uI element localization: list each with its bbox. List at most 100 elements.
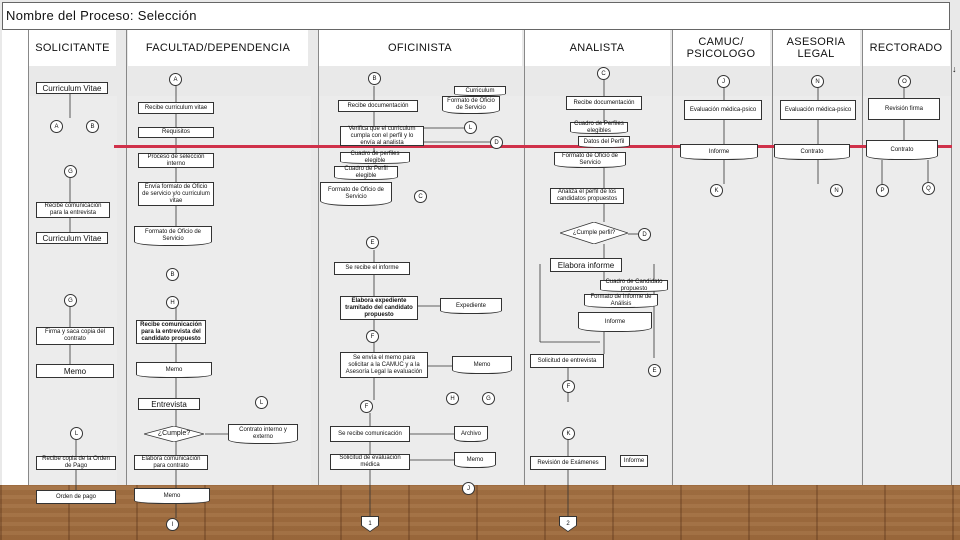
solicitante-curriculum-box: Curriculum Vitae [36, 82, 108, 94]
connector-b: B [86, 120, 99, 133]
margin-column [2, 30, 29, 485]
analista-cumple-decision: ¿Cumple perfil? [560, 222, 628, 244]
analista-datos-doc: Datos del Perfil [578, 133, 633, 148]
lane-camuc [672, 30, 771, 485]
analista-solicitud-box: Solicitud de entrevista [530, 354, 604, 368]
lane-header-rectorado: RECTORADO [862, 30, 950, 66]
facultad-formato-doc: Formato de Oficio de Servicio [134, 223, 215, 246]
oficinista-solicitud-box: Solicitud de evaluación médica [330, 454, 410, 470]
oficinista-memo2-doc: Memo [454, 449, 499, 468]
lane-rectorado [862, 30, 952, 485]
analista-cuadro2-doc: Cuadro de Candidato propuesto [600, 277, 671, 292]
analista-cuadro-doc: Cuadro de Perfiles elegibles [570, 119, 631, 134]
facultad-contrato-doc: Contrato interno y externo [228, 421, 301, 444]
oficinista-formato2-doc: Formato de Oficio de Servicio [320, 179, 395, 206]
connector-l3: L [464, 121, 477, 134]
connector-o: O [898, 75, 911, 88]
connector-i: I [166, 518, 179, 531]
lane-header-analista: ANALISTA [524, 30, 670, 66]
offpage-connector-1: 1 [362, 517, 378, 531]
connector-n: N [811, 75, 824, 88]
oficinista-expediente-txt-box: Elabora expediente tramitado del candida… [340, 296, 418, 320]
rectorado-revision-box: Revisión firma [868, 95, 943, 120]
connector-g3: G [482, 392, 495, 405]
connector-a: A [50, 120, 63, 133]
connector-j2: J [717, 75, 730, 88]
solicitante-curriculum2-box: Curriculum Vitae [36, 232, 108, 244]
flowchart-board: Nombre del Proceso: Selección SOLICITANT… [0, 0, 960, 485]
analista-recibe-box: Recibe documentación [566, 96, 642, 110]
analista-analiza-box: Analiza el perfil de los candidatos prop… [550, 188, 624, 204]
lane-header-solicitante: SOLICITANTE [29, 30, 116, 66]
connector-f2: F [360, 400, 373, 413]
facultad-envia-box: Envía formato de Oficio de servicio y/o … [138, 182, 214, 206]
analista-elabora-box: Elabora informe [550, 258, 622, 272]
connector-k2: K [710, 184, 723, 197]
connector-n2: N [830, 184, 843, 197]
analista-informe-doc: Informe [578, 309, 655, 332]
analista-revision-box: Revisión de Exámenes [530, 456, 606, 470]
connector-b3: B [368, 72, 381, 85]
connector-l: L [70, 427, 83, 440]
oficinista-informe-box: Se recibe el informe [334, 262, 410, 275]
oficinista-datos-doc: Cuadro de Perfil elegible [334, 163, 401, 180]
connector-b2: B [166, 268, 179, 281]
connector-g2: G [64, 294, 77, 307]
oficinista-curriculum-doc: Curriculum [454, 83, 509, 96]
oficinista-cuadro-doc: Cuadro de perfiles elegible [340, 149, 413, 164]
lane-header-asesoria: ASESORIA LEGAL [772, 30, 860, 66]
facultad-requisitos-box: Requisitos [138, 127, 214, 138]
facultad-entrevista-box: Entrevista [138, 398, 200, 410]
connector-h2: H [446, 392, 459, 405]
oficinista-recibe-doc-box: Recibe documentación [338, 100, 418, 112]
oficinista-envia-box: Se envía el memo para solicitar a la CAM… [340, 352, 428, 378]
lane-header-camuc: CAMUC/ PSICOLOGO [672, 30, 770, 66]
solicitante-memo-box: Memo [36, 364, 114, 378]
connector-e: E [366, 236, 379, 249]
solicitante-comunicacion-box: Recibe comunicación para la entrevista [36, 202, 110, 218]
oficinista-formato-doc: Formato de Oficio de Servicio [442, 93, 503, 114]
connector-q: Q [922, 182, 935, 195]
facultad-cumple-decision: ¿Cumple? [144, 426, 204, 442]
connector-e2: E [648, 364, 661, 377]
analista-formato-doc: Formato de Oficio de Servicio [554, 149, 629, 168]
lane-asesoria [772, 30, 861, 485]
camuc-informe-doc: Informe [680, 141, 761, 160]
lane-header-oficinista: OFICINISTA [318, 30, 522, 66]
analista-cumple-label: ¿Cumple perfil? [572, 230, 616, 236]
connector-g: G [64, 165, 77, 178]
oficinista-archivo-doc: Archivo [454, 423, 491, 442]
facultad-proceso-box: Proceso de selección interno [138, 153, 214, 168]
facultad-elabora-box: Elabora comunicación para contrato [134, 455, 208, 470]
oficinista-memo-doc: Memo [452, 353, 515, 374]
facultad-memo-doc: Memo [136, 359, 215, 378]
highlight-line [114, 145, 952, 148]
facultad-comunicacion-box: Recibe comunicación para la entrevista d… [136, 320, 206, 344]
analista-formato2-doc: Formato de Informe de Análisis [584, 291, 661, 308]
connector-k: K [562, 427, 575, 440]
rectorado-contrato-doc: Contrato [866, 137, 941, 160]
lane-header-facultad: FACULTAD/DEPENDENCIA [128, 30, 308, 66]
connector-h: H [166, 296, 179, 309]
lane-solicitante [28, 30, 117, 485]
connector-f: F [366, 330, 379, 343]
connector-a2: A [169, 73, 182, 86]
page-title: Nombre del Proceso: Selección [6, 8, 197, 23]
asesoria-contrato-doc: Contrato [774, 141, 853, 160]
camuc-evaluacion-box: Evaluación médica-psico [684, 97, 765, 120]
solicitante-orden-pago-box: Orden de pago [36, 490, 116, 504]
connector-c: C [414, 190, 427, 203]
connector-c2: C [597, 67, 610, 80]
oficinista-expediente-doc: Expediente [440, 295, 505, 314]
asesoria-evaluacion-box: Evaluación médica-psico [780, 97, 859, 120]
facultad-cumple-label: ¿Cumple? [157, 430, 191, 437]
connector-f3: F [562, 380, 575, 393]
margin-mark: ↓ [952, 64, 957, 74]
offpage-connector-2: 2 [560, 517, 576, 531]
connector-p: P [876, 184, 889, 197]
facultad-recibe-cv-box: Recibe curriculum vitae [138, 102, 214, 114]
connector-l2: L [255, 396, 268, 409]
connector-j: J [462, 482, 475, 495]
connector-d2: D [638, 228, 651, 241]
